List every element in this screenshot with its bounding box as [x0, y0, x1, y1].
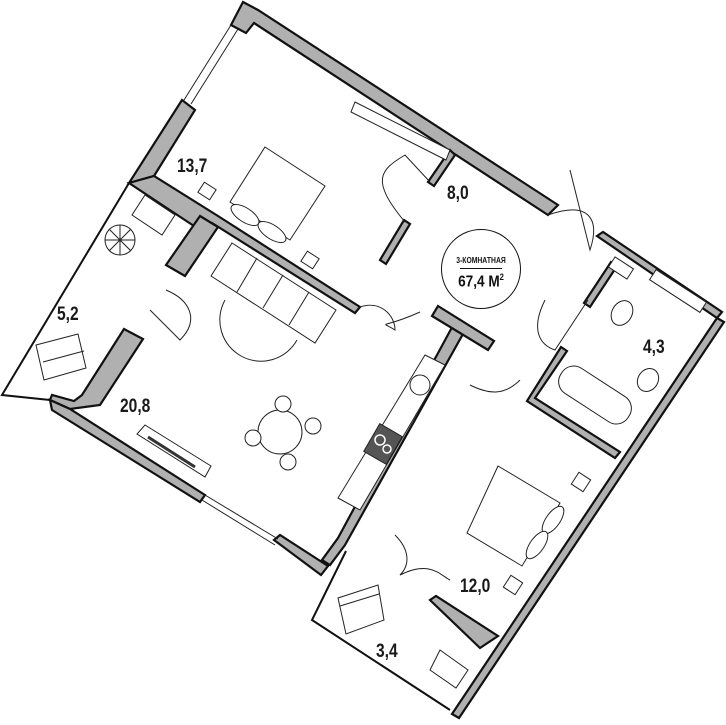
- wall-bedroom1-top: [229, 0, 560, 217]
- door-bath: [537, 299, 589, 351]
- room-area-living-kitchen: 20,8: [120, 396, 151, 417]
- wall-living-bottom: [48, 398, 207, 504]
- desk-2: [429, 649, 469, 689]
- wall-bath-lower: [525, 345, 622, 460]
- apartment-summary-badge: 3-КОМНАТНАЯ 67,4 М2: [441, 229, 521, 309]
- toilet: [610, 300, 634, 326]
- wall-bedroom1-right: [378, 218, 412, 266]
- desk: [131, 194, 176, 236]
- bathtub: [558, 365, 632, 425]
- total-area: 67,4 М2: [448, 272, 514, 291]
- room-area-bedroom-2: 12,0: [460, 576, 491, 597]
- badge-divider: [460, 268, 502, 269]
- total-area-value: 67,4: [458, 273, 485, 291]
- wall-bedroom2-bottom: [428, 594, 501, 650]
- door-balcony2: [394, 534, 451, 581]
- room-area-bathroom: 4,3: [643, 337, 665, 358]
- area-unit: М: [488, 273, 500, 291]
- bed-2: [466, 465, 561, 567]
- room-area-balcony-1: 5,2: [57, 304, 79, 325]
- bed-1: [229, 146, 326, 241]
- door-hall-low: [469, 379, 521, 393]
- wall-right-exterior: [450, 316, 726, 720]
- room-area-balcony-2: 3,4: [376, 641, 398, 662]
- washbasin: [636, 368, 660, 392]
- room-area-hallway: 8,0: [447, 183, 469, 204]
- wall-living-bottom-2: [272, 533, 330, 577]
- area-unit-power: 2: [499, 272, 504, 282]
- wall-shaft: [430, 304, 496, 352]
- door-living: [359, 304, 421, 331]
- armchair-2: [337, 584, 385, 635]
- sofa: [210, 242, 337, 344]
- balcony1-outline: [0, 182, 130, 401]
- door-entrance: [547, 169, 595, 252]
- dining-table: [257, 409, 303, 455]
- wall-stub-1: [164, 214, 220, 278]
- room-area-bedroom-1: 13,7: [177, 156, 208, 177]
- door-bedroom1: [382, 154, 431, 223]
- door-balcony1: [149, 289, 192, 341]
- sink: [409, 374, 431, 396]
- wall-closet: [426, 148, 457, 188]
- radiator: [350, 101, 451, 161]
- balcony2-outline: [310, 550, 451, 711]
- rooms-count-label: 3-КОМНАТНАЯ: [456, 256, 506, 265]
